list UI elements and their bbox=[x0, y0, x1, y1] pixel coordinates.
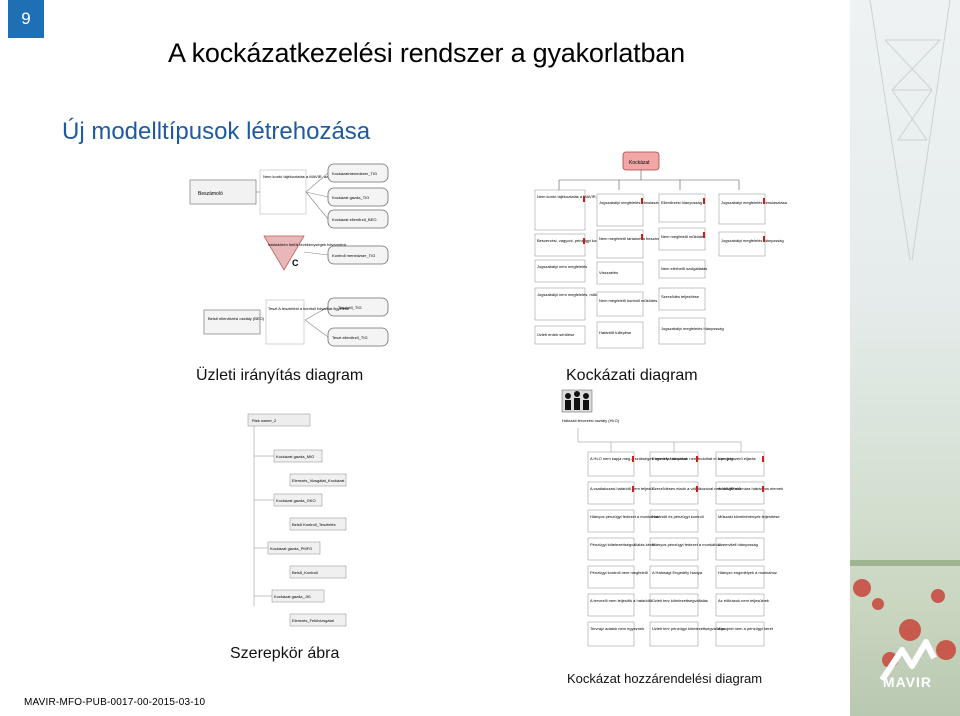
assign-c2-7: Üzleti terv pénzügyi kötelezettségvállal… bbox=[652, 626, 725, 631]
risk-c1-1: Nem kontó tájékoztatás a MAVIR, az adott… bbox=[537, 194, 635, 199]
assign-c3-2: A MAVIR számára hátrányos elemek bbox=[718, 486, 783, 491]
caption-role-diagram: Szerepkör ábra bbox=[230, 645, 340, 662]
pylon-image bbox=[850, 0, 960, 668]
test-note: Teszt A tesztelést a kontroll folyamat f… bbox=[268, 306, 350, 311]
role-item-2: Elemzés_Vizsgálat_Kockázat bbox=[292, 478, 345, 483]
assign-c1-4: Pénzügyi kötelezettségvállalás késik bbox=[590, 542, 655, 547]
triangle-note-two: hatáskörén belüli tevékenységek folyamat… bbox=[268, 242, 347, 247]
role-item-6: Belső_Kontroll bbox=[292, 570, 318, 575]
role-item-7: Kockázat gazda_JIG bbox=[274, 594, 311, 599]
role-item-8: Elemzés_Felülvizsgálat bbox=[292, 618, 335, 623]
risk-c1-2: Beszerzési, vagyoni, pénzügyi kockázat bbox=[537, 238, 609, 243]
risk-c2-3: Visszaélés bbox=[599, 270, 618, 275]
role-top: Risk owner_2 bbox=[252, 418, 277, 423]
role-item-5: Kockázat gazda_PMFG bbox=[270, 546, 312, 551]
assign-c2-5: A Hatósági Engedély hiánya bbox=[652, 570, 703, 575]
assign-c3-6: Az előírások nem teljesülnek bbox=[718, 598, 769, 603]
footer-code: MAVIR-MFO-PUB-0017-00-2015-03-10 bbox=[24, 697, 206, 708]
assign-c1-2: A csatlakozási határidő nem teljesül bbox=[590, 486, 653, 491]
assign-c1-5: Pénzügyi kontroll nem megfelelő bbox=[590, 570, 649, 575]
assign-c2-6: Üzleti terv kötelezettségvállalás bbox=[652, 598, 708, 603]
box-3: Kockázat ellenőrző_BEO bbox=[332, 217, 376, 222]
mavir-logo-text: MAVIR bbox=[882, 674, 932, 690]
assign-c3-1: Nem jogszerű eljárás bbox=[718, 456, 756, 461]
assign-c2-1: Engedély hiányában nem indulhat el a pro… bbox=[652, 456, 734, 461]
risk-c1-3: Jogszabályi nem megfelelés bbox=[537, 264, 587, 269]
risk-c4-2: Jogszabályi megfelelés hiányosság bbox=[721, 238, 784, 243]
assign-c2-3: Határidő és pénzügyi kontroll bbox=[652, 514, 704, 519]
caption-risk-diagram: Kockázati diagram bbox=[566, 367, 698, 384]
risk-triangle bbox=[263, 235, 305, 271]
caption-assignment-diagram: Kockázat hozzárendelési diagram bbox=[567, 671, 763, 686]
mavir-logo bbox=[879, 639, 937, 682]
risk-c2-1: Jogszabályi megfelelés elmulasztása bbox=[599, 200, 666, 205]
risk-root: Kockázat bbox=[629, 160, 650, 166]
risk-c2-2: Nem megfelelő tartalom a beszámolóban bbox=[599, 236, 672, 241]
risk-assignment-diagram: Hálózati tervezési osztály (HLO) A HLO n… bbox=[556, 382, 783, 652]
risk-c1-4: Jogszabályi nem megfelelés, működési bbox=[537, 292, 607, 297]
risk-c3-1: Ellenőrzési hiányosság bbox=[661, 200, 702, 205]
role-diagram: Risk owner_2 Kockázat gazda_MIG Elemzés_… bbox=[242, 412, 354, 634]
role-item-3: Kockázat gazda_GKO bbox=[276, 498, 316, 503]
assign-c1-1: A HLO nem kapja meg a szükséges tervezés… bbox=[590, 456, 688, 461]
risk-c4-1: Jogszabályi megfelelés elmulasztása bbox=[721, 200, 788, 205]
report-label: Beszámoló bbox=[198, 191, 223, 197]
assign-c3-7: A projekt nem a pénzügyi keret bbox=[718, 626, 774, 631]
caption-business-diagram: Üzleti irányítás diagram bbox=[196, 367, 364, 384]
risk-c3-5: Jogszabályi megfelelés hiányosság bbox=[661, 326, 724, 331]
assign-c1-3: Hiányos pénzügyi fedezet a munkához bbox=[590, 514, 659, 519]
risk-c2-4: Nem megfelelő kontroll működés bbox=[599, 298, 657, 303]
risk-c3-2: Nem megfelelő működés bbox=[661, 234, 705, 239]
assign-c2-4: Hiányos pénzügyi fedezet a munkához bbox=[652, 542, 721, 547]
triangle-letter: C bbox=[292, 258, 299, 268]
role-item-4: Belső Kontroll_Tesztelés bbox=[292, 522, 336, 527]
assign-c3-4: Üzemviteli hiányosság bbox=[718, 542, 758, 547]
business-governance-diagram: Beszámoló Nem kontó tájékoztatás a MAVIR… bbox=[180, 160, 390, 350]
box-1: Kockázatmenedzser_TIG bbox=[332, 171, 377, 176]
risk-c2-5: Határidő túllépése bbox=[599, 330, 632, 335]
risk-c3-4: Szerződés teljesítése bbox=[661, 294, 700, 299]
slide-title: A kockázatkezelési rendszer a gyakorlatb… bbox=[168, 38, 685, 68]
role-item-1: Kockázat gazda_MIG bbox=[276, 454, 314, 459]
box-5: Tesztelő_TIG bbox=[338, 305, 362, 310]
assignment-header: Hálózati tervezési osztály (HLO) bbox=[562, 418, 620, 423]
risk-c3-3: Nem elérhető szolgáltatás bbox=[661, 266, 707, 271]
box-2: Kockázat gazda_TIG bbox=[332, 195, 369, 200]
slide-number: 9 bbox=[8, 0, 44, 38]
risk-c1-5: Üzleti érdek sérülése bbox=[537, 332, 575, 337]
risk-diagram: Kockázat Nem kontó tájékoztatás a MAVIR,… bbox=[525, 148, 805, 358]
box-6: Teszt ellenőrző_TIG bbox=[332, 335, 368, 340]
assign-c1-6: A tervezői nem teljesítik a határidőt bbox=[590, 598, 653, 603]
assign-c3-3: Műszaki követelmények teljesítése bbox=[718, 514, 780, 519]
assign-c3-5: Hiányzó engedélyek a munkához bbox=[718, 570, 777, 575]
slide-subtitle: Új modelltípusok létrehozása bbox=[62, 118, 371, 145]
assign-c1-7: Tervrajz adatok nem egyeznek bbox=[590, 626, 644, 631]
people-group-icon bbox=[561, 389, 593, 413]
box-4: Kontroll menedzser_TIG bbox=[332, 253, 375, 258]
unit-label: Belső ellenőrzési osztály (BEO) bbox=[208, 316, 265, 321]
